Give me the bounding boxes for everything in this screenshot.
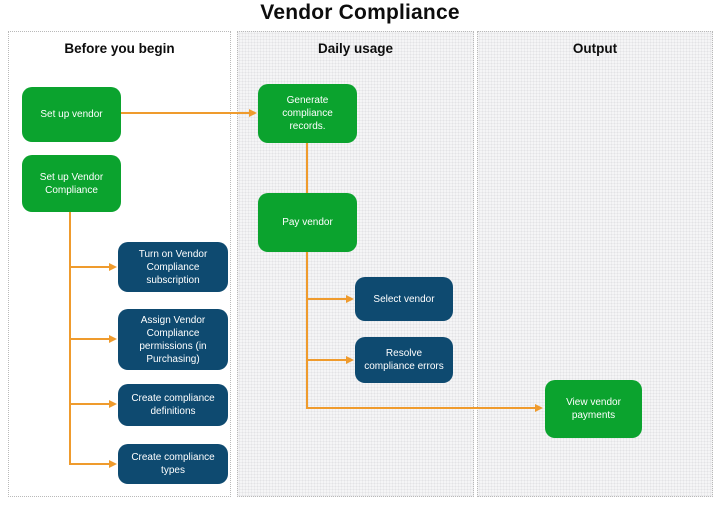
node-set-up-vendor-compliance: Set up Vendor Compliance <box>22 155 121 212</box>
node-resolve-compliance-errors: Resolve compliance errors <box>355 337 453 383</box>
node-select-vendor: Select vendor <box>355 277 453 321</box>
column-header: Output <box>572 41 618 56</box>
connector-to-resolve-errors <box>306 359 347 361</box>
node-assign-vendor-compliance-permissions: Assign Vendor Compliance permissions (in… <box>118 309 228 370</box>
connector-setup-to-generate <box>121 112 250 114</box>
connector-to-view-payments <box>306 407 536 409</box>
connector-to-types <box>69 463 110 465</box>
node-turn-on-vendor-compliance-subscription: Turn on Vendor Compliance subscription <box>118 242 228 292</box>
column-header: Daily usage <box>317 41 394 56</box>
node-view-vendor-payments: View vendor payments <box>545 380 642 438</box>
arrowhead-to-definitions <box>109 400 117 408</box>
column-header: Before you begin <box>64 41 175 56</box>
arrowhead-to-types <box>109 460 117 468</box>
node-create-compliance-definitions: Create compliance definitions <box>118 384 228 426</box>
connector-to-definitions <box>69 403 110 405</box>
node-create-compliance-types: Create compliance types <box>118 444 228 484</box>
connector-pay-trunk <box>306 252 308 409</box>
arrowhead-to-resolve-errors <box>346 356 354 364</box>
connector-to-turn-on <box>69 266 110 268</box>
arrowhead-to-select-vendor <box>346 295 354 303</box>
connector-generate-to-pay <box>306 143 308 193</box>
node-pay-vendor: Pay vendor <box>258 193 357 252</box>
column-output: Output <box>477 31 713 497</box>
arrowhead-to-turn-on <box>109 263 117 271</box>
arrowhead-to-assign <box>109 335 117 343</box>
arrowhead-to-view-payments <box>535 404 543 412</box>
diagram-title: Vendor Compliance <box>260 1 460 24</box>
connector-to-assign <box>69 338 110 340</box>
node-set-up-vendor: Set up vendor <box>22 87 121 142</box>
node-generate-compliance-records: Generate compliance records. <box>258 84 357 143</box>
connector-to-select-vendor <box>306 298 347 300</box>
arrowhead-setup-to-generate <box>249 109 257 117</box>
